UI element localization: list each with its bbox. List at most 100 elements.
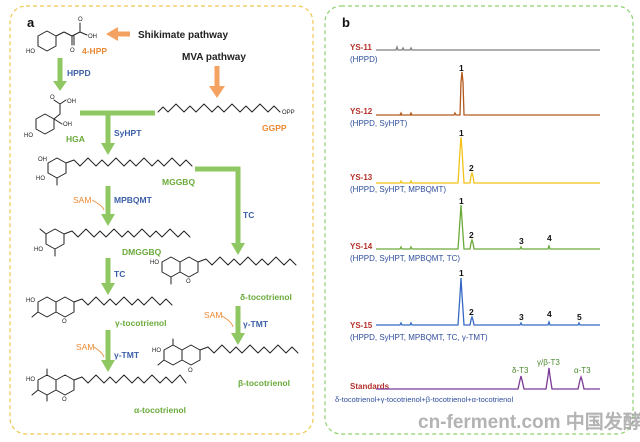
sam2-curve (93, 346, 105, 358)
dmggbq-structure: HO (34, 228, 191, 257)
syhpt-arrowhead (101, 143, 115, 155)
enzyme-mpbqmt: MPBQMT (114, 195, 153, 205)
alpha-o-label: O (62, 397, 67, 403)
cofactor-sam-2: SAM (76, 342, 94, 352)
compound-hga: HGA (66, 134, 85, 144)
ggpp-opp-label: OPP (282, 110, 295, 116)
trace-label-ys15: YS-15 (350, 321, 373, 330)
peak-label-ys14-4: 4 (547, 233, 552, 243)
compound-mggbq: MGGBQ (162, 177, 195, 187)
beta-o-label: O (188, 368, 193, 374)
alpha-ho-label: HO (26, 377, 35, 383)
trace-sub-ys15: (HPPD, SyHPT, MPBQMT, TC, γ-TMT) (350, 333, 488, 342)
delta-ho-label: HO (150, 260, 159, 266)
compound-alpha-tocotrienol: α-tocotrienol (134, 405, 186, 415)
ggpp-structure (157, 103, 281, 113)
trace-label-ys13: YS-13 (350, 173, 373, 182)
peak-label-ys12-1: 1 (459, 63, 464, 73)
gamma-ho-label: HO (26, 298, 35, 304)
gamma-structure: HO O (26, 296, 173, 325)
trace-sub-ys13: (HPPD, SyHPT, MPBQMT) (350, 185, 446, 194)
trace-ys14 (376, 204, 600, 250)
compound-4-hpp: 4-HPP (82, 46, 107, 56)
beta-structure: HO O (152, 338, 299, 374)
tc-left-arrowhead (101, 283, 115, 295)
compound-dmggbq: DMGGBQ (122, 247, 162, 257)
trace-ys15 (376, 277, 600, 326)
trace-ys12-minor (376, 111, 424, 116)
cofactor-sam-1: SAM (73, 195, 91, 205)
gtmt-right-arrowhead (231, 333, 245, 345)
sam3-curve (221, 315, 234, 328)
gtmt-left-arrowhead (101, 360, 115, 372)
panel-b-frame (324, 5, 634, 435)
sam1-curve (91, 199, 105, 211)
panel-a-frame (9, 5, 314, 435)
compound-gamma-tocotrienol: γ-tocotrienol (115, 318, 166, 328)
tc-right-arrowhead (231, 243, 245, 255)
trace-sub-ys14: (HPPD, SyHPT, MPBQMT, TC) (350, 254, 460, 263)
peak-label-std-gamma-beta: γ/β-T3 (537, 358, 560, 367)
tc-right-arrow (195, 166, 241, 245)
peak-label-std-alpha: α-T3 (574, 366, 591, 375)
enzyme-gtmt-right: γ-TMT (243, 319, 269, 329)
delta-o-label: O (186, 279, 191, 285)
trace-label-standards: Standards (350, 382, 390, 391)
mggbq-structure: OH HO (36, 157, 193, 186)
beta-ho-label: HO (152, 348, 161, 354)
peak-label-ys14-2: 2 (469, 230, 474, 240)
gamma-o-label: O (62, 319, 67, 325)
alpha-structure: HO O (26, 368, 187, 403)
trace-sub-ys12: (HPPD, SyHPT) (350, 119, 408, 128)
dmggbq-ho-label: HO (34, 247, 43, 253)
trace-standards (376, 367, 600, 390)
trace-ys11 (376, 44, 600, 51)
trace-sub-ys11: (HPPD) (350, 55, 378, 64)
hpp-o2-label: O (78, 17, 83, 23)
peak-label-ys14-3: 3 (519, 236, 524, 246)
enzyme-syhpt: SyHPT (114, 128, 142, 138)
peak-label-ys15-5: 5 (577, 312, 582, 322)
peak-label-ys15-3: 3 (519, 312, 524, 322)
hga-oh-label: OH (63, 122, 72, 128)
trace-label-ys12: YS-12 (350, 107, 373, 116)
mggbq-ho-label: HO (36, 176, 45, 182)
cofactor-sam-3: SAM (204, 310, 222, 320)
hpp-oh-label: OH (88, 34, 97, 40)
peak-label-ys14-1: 1 (459, 196, 464, 206)
enzyme-tc-right: TC (243, 210, 254, 220)
compound-delta-tocotrienol: δ-tocotrienol (240, 292, 292, 302)
enzyme-gtmt-left: γ-TMT (114, 350, 140, 360)
mva-label: MVA pathway (182, 52, 246, 63)
compound-ggpp: GGPP (262, 123, 287, 133)
shikimate-arrowhead (106, 27, 118, 41)
enzyme-hppd: HPPD (67, 68, 91, 78)
peak-label-ys13-1: 1 (459, 128, 464, 138)
mpbqmt-arrowhead (101, 214, 115, 226)
peak-label-std-delta: δ-T3 (512, 366, 529, 375)
trace-ys13 (376, 136, 600, 184)
shikimate-label: Shikimate pathway (138, 30, 228, 41)
panel-a-label: a (27, 15, 35, 30)
hpp-ho-label: HO (26, 49, 35, 55)
hpp-o-label: O (70, 48, 75, 54)
trace-label-ys11: YS-11 (350, 43, 372, 52)
mggbq-oh-label: OH (38, 157, 47, 163)
hpp-structure: HO O OH O (26, 17, 97, 55)
peak-label-ys13-2: 2 (469, 163, 474, 173)
trace-ys12 (424, 71, 600, 116)
trace-label-ys14: YS-14 (350, 242, 373, 251)
trace-sub-standards: δ-tocotrienol+γ-tocotrienol+β-tocotrieno… (335, 395, 513, 404)
watermark: cn-ferment.com 中国发酵产业网 (418, 410, 640, 433)
hppd-arrowhead (53, 81, 67, 91)
hga-oh2-label: OH (67, 99, 76, 105)
peak-label-ys15-4: 4 (547, 309, 552, 319)
hga-o-label: O (50, 95, 55, 101)
hga-ho-label: HO (24, 133, 33, 139)
mva-arrowhead (209, 86, 225, 98)
peak-label-ys15-2: 2 (469, 307, 474, 317)
compound-beta-tocotrienol: β-tocotrienol (238, 378, 290, 388)
enzyme-tc-left: TC (114, 269, 125, 279)
peak-label-ys15-1: 1 (459, 268, 464, 278)
